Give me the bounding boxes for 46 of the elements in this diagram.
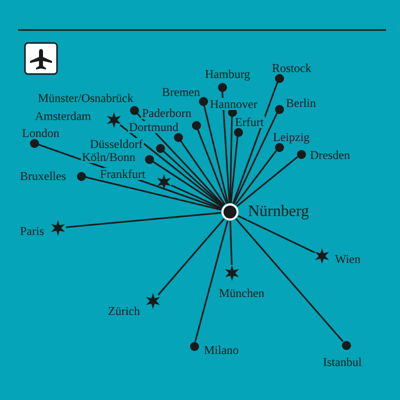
- route-line: [221, 91, 230, 204]
- route-line: [230, 136, 238, 204]
- route-line: [229, 116, 233, 204]
- city-label: Leipzig: [272, 131, 311, 143]
- route-line: [236, 156, 298, 207]
- route-line: [203, 105, 229, 204]
- city-label: Milano: [203, 344, 240, 356]
- city-label: Paderborn: [141, 107, 192, 119]
- route-line: [162, 150, 224, 207]
- route-line: [136, 112, 224, 206]
- city-label: Münster/Osnabrück: [37, 92, 134, 104]
- hub-city-label: Nürnberg: [247, 204, 310, 220]
- city-label: Dresden: [309, 149, 351, 161]
- route-line: [180, 140, 226, 206]
- route-line: [238, 215, 316, 254]
- city-label: London: [21, 127, 60, 139]
- city-label: Düsseldorf: [89, 138, 144, 150]
- city-label: Bremen: [161, 86, 201, 98]
- city-label: Hamburg: [204, 68, 252, 80]
- route-line: [120, 124, 224, 208]
- city-label: Amsterdam: [34, 110, 92, 122]
- route-line: [196, 128, 228, 204]
- route-line: [66, 212, 222, 228]
- route-line: [234, 150, 277, 206]
- city-label: Berlin: [285, 97, 317, 109]
- route-line: [85, 176, 222, 211]
- route-line: [152, 160, 223, 208]
- city-label: Wien: [334, 253, 362, 265]
- route-line: [230, 220, 233, 266]
- route-line: [233, 112, 278, 204]
- route-line: [235, 218, 344, 342]
- route-line: [232, 82, 278, 204]
- city-label: Zürich: [107, 305, 141, 317]
- city-label: Dortmund: [128, 121, 180, 133]
- city-label: Istanbul: [322, 356, 363, 368]
- city-label: Frankfurt: [99, 168, 146, 180]
- route-line: [158, 218, 225, 296]
- city-label: Paris: [19, 225, 45, 237]
- city-label: Rostock: [271, 62, 312, 74]
- city-label: Erfurt: [234, 116, 265, 128]
- city-label: Bruxelles: [19, 170, 67, 182]
- route-line: [170, 184, 222, 209]
- city-label: Köln/Bonn: [81, 151, 136, 163]
- route-line: [194, 220, 228, 342]
- city-label: Hannover: [209, 98, 258, 110]
- city-label: München: [218, 287, 266, 299]
